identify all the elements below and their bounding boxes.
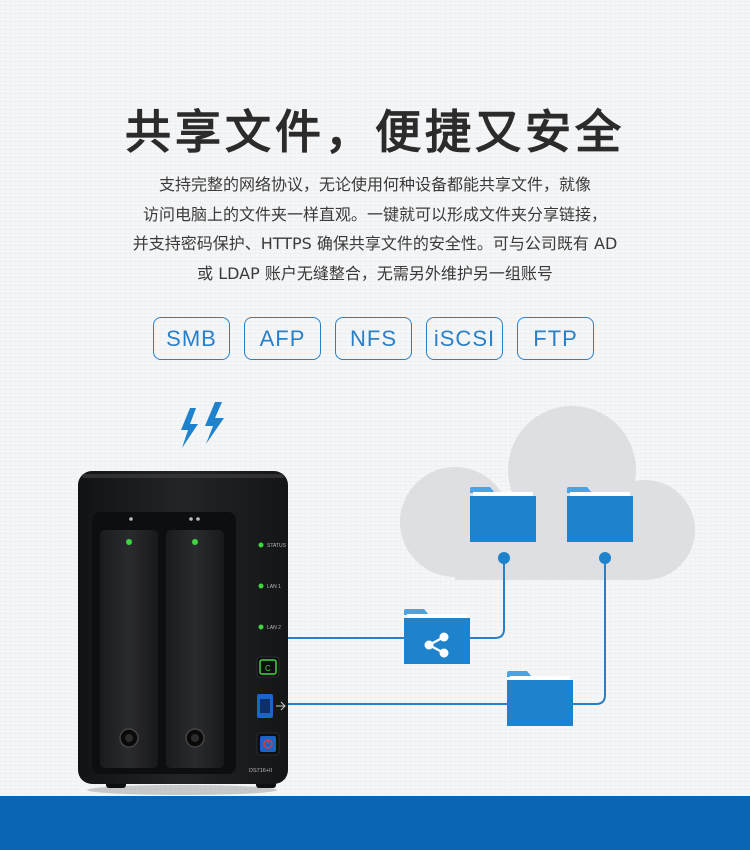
- description-line: 访问电脑上的文件夹一样直观。一键就可以形成文件夹分享链接，: [142, 204, 607, 224]
- protocol-iscsi[interactable]: iSCSI: [426, 317, 503, 360]
- folder-icon[interactable]: [404, 609, 470, 664]
- folder-icon[interactable]: [567, 487, 633, 542]
- connector-dot: [599, 552, 611, 564]
- protocol-afp[interactable]: AFP: [244, 317, 321, 360]
- folder-icon[interactable]: [470, 487, 536, 542]
- lan1-label: LAN 1: [267, 584, 281, 590]
- network-illustration: STATUS LAN 1 LAN 2 C DS716+II: [78, 402, 695, 795]
- model-label: DS716+II: [249, 768, 273, 774]
- drive-bay[interactable]: [100, 530, 158, 768]
- protocol-list: SMB AFP NFS iSCSI FTP: [153, 317, 594, 360]
- copy-icon[interactable]: C: [256, 656, 280, 678]
- lightning-icon: [181, 402, 224, 448]
- description-line: 或 LDAP 账户无缝整合，无需另外维护另一组账号: [197, 263, 553, 283]
- description: 支持完整的网络协议，无论使用何种设备都能共享文件，就像 访问电脑上的文件夹一样直…: [90, 170, 660, 288]
- connection-lines: [288, 558, 606, 705]
- cloud-icon: [400, 406, 695, 580]
- share-icon: [424, 632, 449, 658]
- folder-icon[interactable]: [507, 671, 573, 726]
- usb-icon[interactable]: [257, 694, 286, 718]
- description-line: 支持完整的网络协议，无论使用何种设备都能共享文件，就像: [158, 175, 591, 194]
- protocol-nfs[interactable]: NFS: [335, 317, 412, 360]
- drive-bay[interactable]: [166, 530, 224, 768]
- svg-text:C: C: [265, 664, 271, 673]
- connector-dot: [498, 552, 510, 564]
- power-icon[interactable]: [256, 732, 280, 756]
- bottom-bar: [0, 796, 750, 850]
- nas-device: STATUS LAN 1 LAN 2 C DS716+II: [78, 471, 288, 795]
- lan2-label: LAN 2: [267, 625, 281, 631]
- status-label: STATUS: [267, 543, 287, 549]
- protocol-ftp[interactable]: FTP: [517, 317, 594, 360]
- description-line: 并支持密码保护、HTTPS 确保共享文件的安全性。可与公司既有 AD: [132, 234, 618, 253]
- protocol-smb[interactable]: SMB: [153, 317, 230, 360]
- headline: 共享文件，便捷又安全: [125, 105, 625, 159]
